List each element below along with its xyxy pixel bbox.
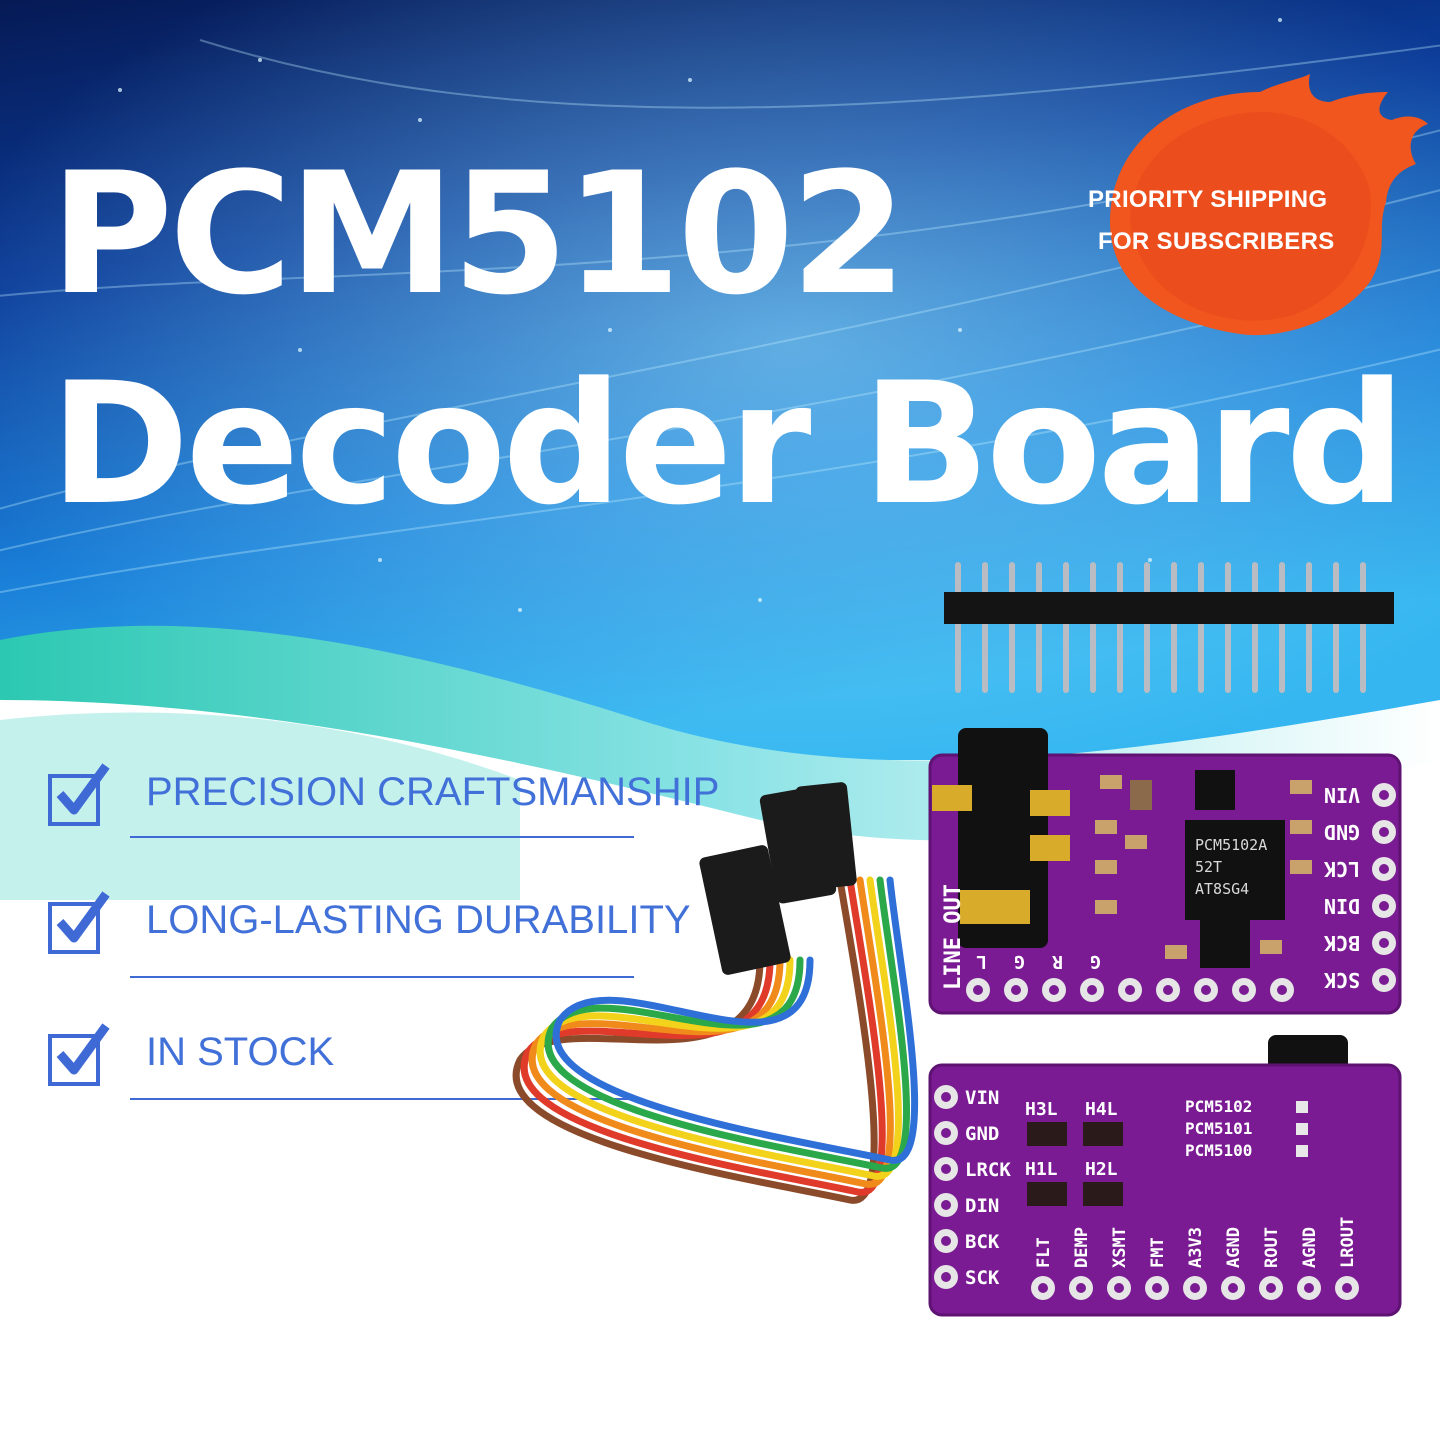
pin-label: LRCK (965, 1159, 1011, 1181)
jumper-label: H2L (1085, 1159, 1118, 1180)
pin-label: VIN (965, 1087, 999, 1109)
pin-label: DEMP (1072, 1227, 1092, 1268)
checkbox-checked-icon (48, 763, 110, 826)
pin-label: XSMT (1110, 1227, 1130, 1268)
chip-marking: 52T (1195, 858, 1222, 876)
pin-label: LCK (1324, 857, 1360, 881)
board-front: VIN GND LCK DIN BCK SCK L G R G LINE OUT PCM5102A 5… (928, 728, 1402, 1015)
pin-label: DIN (1324, 894, 1360, 918)
feature-item: LONG-LASTING DURABILITY (46, 888, 691, 978)
badge-line-2: FOR SUBSCRIBERS (1098, 228, 1335, 255)
checkbox-checked-icon (48, 891, 110, 954)
pin-label: VIN (1324, 783, 1360, 807)
feature-item: IN STOCK (46, 1020, 686, 1110)
chip-marking: PCM5102A (1195, 836, 1267, 854)
pin-label: AGND (1224, 1227, 1244, 1268)
pin-label: SCK (965, 1267, 1000, 1289)
divider (130, 976, 634, 978)
pin-header-icon (944, 562, 1394, 693)
pin-label: ROUT (1262, 1227, 1282, 1268)
pin-label: FMT (1148, 1237, 1168, 1268)
feature-item: PRECISION CRAFTSMANSHIP (46, 760, 719, 850)
pin-label: R (1052, 951, 1063, 972)
divider (130, 1098, 634, 1100)
pin-label: DIN (965, 1195, 999, 1217)
feature-label: LONG-LASTING DURABILITY (146, 898, 691, 942)
pin-label: GND (965, 1123, 999, 1145)
pin-label: GND (1324, 820, 1360, 844)
model-option-label: PCM5100 (1185, 1141, 1252, 1160)
jack-label: LINE OUT (941, 884, 966, 990)
board-back: VIN GND LRCK DIN BCK SCK FLT DEMP XSMT FMT A3V3 AG… (928, 1035, 1402, 1317)
jumper-label: H1L (1025, 1159, 1058, 1180)
divider (130, 836, 634, 838)
checkbox-checked-icon (48, 1023, 110, 1086)
pin-label: AGND (1300, 1227, 1320, 1268)
badge-line-1: PRIORITY SHIPPING (1088, 186, 1328, 213)
pin-label: BCK (1324, 931, 1360, 955)
jumper-cable-icon (512, 876, 919, 1204)
pin-label: L (976, 951, 987, 972)
pin-label: SCK (1324, 968, 1360, 992)
chip-marking: AT8SG4 (1195, 880, 1249, 898)
feature-label: IN STOCK (146, 1030, 335, 1074)
feature-label: PRECISION CRAFTSMANSHIP (146, 770, 720, 814)
pin-label: FLT (1034, 1237, 1054, 1268)
pin-label: G (1090, 951, 1101, 972)
pin-label: G (1014, 951, 1025, 972)
pin-label: BCK (965, 1231, 1000, 1253)
dupont-connector-icon (699, 782, 857, 975)
jumper-label: H4L (1085, 1099, 1118, 1120)
model-option-label: PCM5102 (1185, 1097, 1252, 1116)
jumper-label: H3L (1025, 1099, 1058, 1120)
pin-label: LROUT (1338, 1217, 1358, 1268)
headline-model: PCM5102 (50, 136, 907, 332)
flame-badge-icon (1110, 74, 1428, 336)
headline-product: Decoder Board (50, 346, 1406, 542)
model-option-label: PCM5101 (1185, 1119, 1252, 1138)
pin-label: A3V3 (1186, 1227, 1206, 1268)
